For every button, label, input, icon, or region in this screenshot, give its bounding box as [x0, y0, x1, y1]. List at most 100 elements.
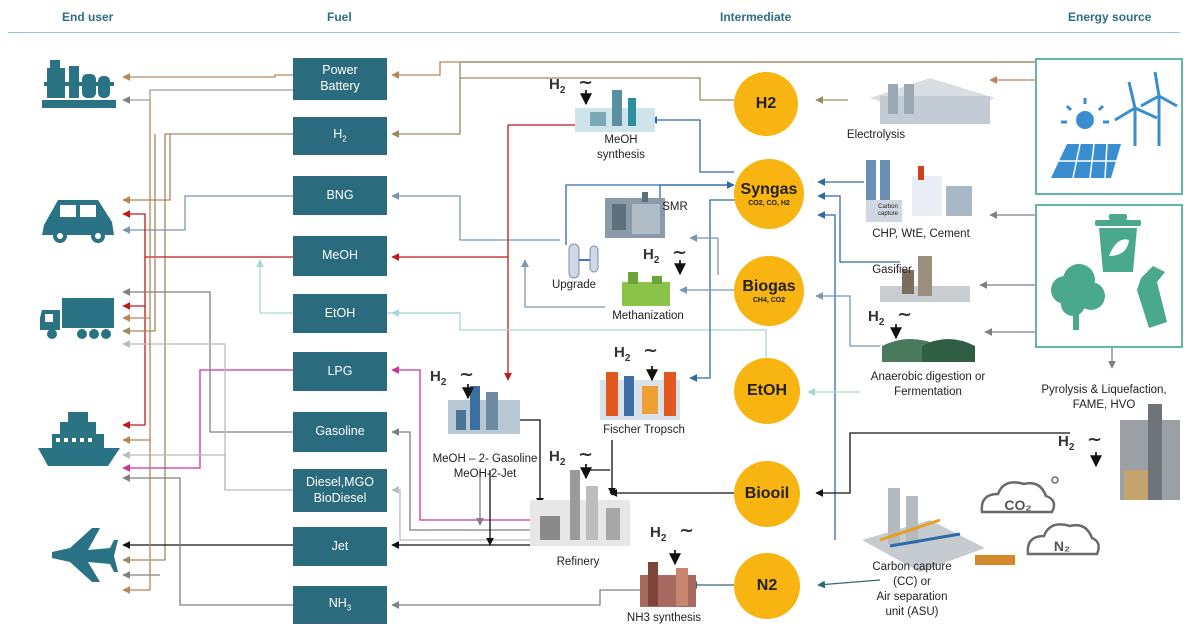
h2-input-pyrolysis: H2 — [1058, 433, 1074, 453]
h2-tilde-refinery: ~ — [578, 444, 594, 465]
h2-sub: 2 — [559, 85, 566, 96]
fuel-nh3-label: NH3 — [328, 596, 352, 613]
intermediate-syngas: Syngas CO2, CO, H2 — [734, 159, 804, 229]
h2-tilde-fischer-tropsch: ~ — [643, 340, 659, 361]
h2-tilde-methanization: ~ — [672, 242, 688, 263]
refinery-icon — [530, 470, 630, 546]
intermediate-biooil: Biooil — [734, 461, 800, 527]
intermediate-n2-label: N2 — [756, 577, 778, 594]
h2-sub: 2 — [878, 317, 885, 328]
fuel-gasoline: Gasoline — [293, 412, 387, 452]
intermediate-syngas-label: Syngas — [740, 181, 798, 198]
label-anaerobic-digestion: Anaerobic digestion or Fermentation — [870, 371, 986, 398]
label-fischer-tropsch: Fischer Tropsch — [603, 424, 685, 436]
fuel-h2-label: H2 — [333, 127, 347, 144]
label-electrolysis: Electrolysis — [846, 129, 906, 141]
h2-h: H — [549, 76, 560, 93]
h2-h: H — [614, 344, 625, 361]
header-end-user: End user — [62, 10, 114, 24]
intermediate-etoh-label: EtOH — [747, 382, 787, 399]
intermediate-biogas: Biogas CH4, CO2 — [734, 256, 804, 326]
h2-tilde-meoh-synthesis: ~ — [578, 72, 594, 93]
h2-tilde-pyrolysis: ~ — [1087, 429, 1103, 450]
fuel-lpg: LPG — [293, 352, 387, 391]
label-chp-wte-cement: CHP, WtE, Cement — [872, 228, 970, 240]
intermediate-n2: N2 — [734, 553, 800, 619]
h2-input-anaerobic: H2 — [868, 308, 884, 328]
methanization-plant-icon — [622, 272, 670, 306]
h2-h: H — [549, 448, 560, 465]
process-flow-lines — [521, 96, 1070, 589]
plane-icon — [52, 528, 118, 582]
pyrolysis-plant-icon — [1120, 404, 1180, 500]
h2-input-refinery: H2 — [549, 448, 565, 468]
n2-cloud-label: N₂ — [1054, 538, 1070, 554]
label-carbon-capture-asu: Carbon capture (CC) or Air separation un… — [872, 561, 952, 618]
co2-cloud-label: CO₂ — [1004, 497, 1031, 513]
intermediate-h2: H2 — [734, 72, 798, 136]
intermediate-etoh: EtOH — [734, 358, 800, 424]
h2-tilde-anaerobic: ~ — [897, 304, 913, 325]
meoh-synthesis-plant-icon — [575, 90, 655, 132]
h2-sub: 2 — [660, 533, 667, 544]
header-divider — [8, 32, 1180, 33]
intermediate-to-fuel-lines — [256, 61, 1035, 609]
label-gasifier: Gasifier — [872, 264, 912, 276]
label-refinery: Refinery — [556, 556, 600, 568]
car-icon — [42, 200, 114, 243]
h2-input-methanization: H2 — [643, 246, 659, 266]
intermediate-biogas-sub: CH4, CO2 — [752, 297, 786, 304]
factory-icon — [42, 60, 116, 108]
energy-source-solar-wind — [1035, 58, 1183, 195]
fuel-meoh: MeOH — [293, 236, 387, 276]
fuel-bng: BNG — [293, 176, 387, 215]
h2-sub: 2 — [440, 377, 447, 388]
ship-icon — [38, 412, 120, 466]
h2-tilde-nh3-synthesis: ~ — [679, 520, 695, 541]
h2-sub: 2 — [559, 457, 566, 468]
h2-input-nh3-synthesis: H2 — [650, 524, 666, 544]
anaerobic-digester-icon — [882, 339, 975, 362]
label-carbon-capture-small: Carbon capture — [877, 204, 898, 217]
energy-source-lines — [979, 76, 1116, 369]
h2-sub: 2 — [624, 353, 631, 364]
fuel-jet: Jet — [293, 527, 387, 566]
intermediate-syngas-sub: CO2, CO, H2 — [748, 200, 790, 207]
co2-cloud-icon — [980, 476, 1059, 514]
h2-tilde-meoh-gasoline: ~ — [459, 364, 475, 385]
h2-h: H — [643, 246, 654, 263]
nh3-synthesis-plant-icon — [640, 562, 696, 607]
fuel-etoh: EtOH — [293, 294, 387, 333]
h2-input-fischer-tropsch: H2 — [614, 344, 630, 364]
intermediate-h2-label: H2 — [755, 95, 777, 112]
label-meoh-synthesis: MeOH synthesis — [597, 134, 645, 161]
label-nh3-synthesis: NH3 synthesis — [626, 612, 702, 624]
intermediate-biooil-label: Biooil — [744, 485, 790, 502]
h2-sub: 2 — [653, 255, 660, 266]
solar-wind-icon — [1051, 71, 1178, 179]
header-energy-source: Energy source — [1068, 10, 1152, 24]
meoh-to-gasoline-plant-icon — [448, 386, 520, 434]
electrolysis-plant-icon — [870, 78, 995, 124]
h2-sub: 2 — [1068, 442, 1075, 453]
label-meoh-to-gasoline: MeOH – 2- Gasoline MeOH-2-Jet — [432, 453, 538, 480]
fuel-nh3: NH3 — [293, 586, 387, 624]
fuel-power-battery: Power Battery — [293, 58, 387, 100]
h2-h: H — [1058, 433, 1069, 450]
fuel-to-end-user-lines — [122, 73, 293, 606]
fuel-diesel-mgo-biodiesel: Diesel,MGO BioDiesel — [293, 469, 387, 512]
fischer-tropsch-plant-icon — [600, 372, 680, 420]
h2-h: H — [868, 308, 879, 325]
truck-icon — [40, 298, 114, 339]
header-intermediate: Intermediate — [720, 10, 792, 24]
biomass-waste-icon — [1051, 214, 1167, 330]
gasifier-plant-icon — [880, 256, 970, 302]
label-methanization: Methanization — [612, 310, 684, 322]
h2-input-meoh-synthesis: H2 — [549, 76, 565, 96]
energy-source-biomass-waste — [1035, 204, 1183, 348]
h2-h: H — [650, 524, 661, 541]
upgrade-unit-icon — [568, 243, 599, 279]
fuel-h2: H2 — [293, 117, 387, 155]
h2-input-meoh-gasoline: H2 — [430, 368, 446, 388]
